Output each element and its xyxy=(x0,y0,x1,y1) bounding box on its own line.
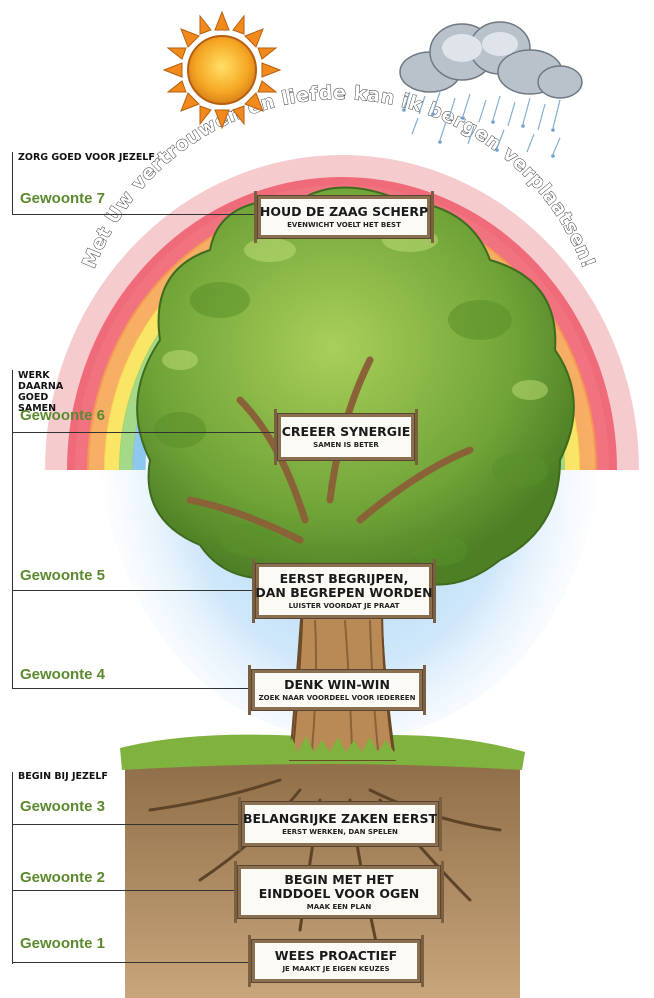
sign-habit-4: DENK WIN-WIN ZOEK NAAR VOORDEEL VOOR IED… xyxy=(248,665,426,715)
sign-subtitle: EVENWICHT VOELT HET BEST xyxy=(287,220,401,229)
sign-habit-2: BEGIN MET HET EINDDOEL VOOR OGEN MAAK EE… xyxy=(234,861,444,923)
sign-subtitle: ZOEK NAAR VOORDEEL VOOR IEDEREEN xyxy=(258,693,416,702)
connector-3 xyxy=(12,824,242,825)
sign-subtitle: JE MAAKT JE EIGEN KEUZES xyxy=(282,964,390,973)
sign-habit-5: EERST BEGRIJPEN, DAN BEGREPEN WORDEN LUI… xyxy=(252,559,436,623)
connector-4 xyxy=(12,688,252,689)
sun-icon xyxy=(162,10,282,130)
habit-label-7: Gewoonte 7 xyxy=(20,190,106,207)
sign-title: EERST BEGRIJPEN, xyxy=(279,570,409,586)
sign-subtitle: LUISTER VOORDAT JE PRAAT xyxy=(288,601,400,610)
sign-title: BEGIN MET HET xyxy=(284,871,394,887)
sign-subtitle: EERST WERKEN, DAN SPELEN xyxy=(282,827,398,836)
bracket-self-care xyxy=(12,152,13,214)
habit-label-2: Gewoonte 2 xyxy=(20,869,106,886)
habit-label-5: Gewoonte 5 xyxy=(20,567,106,584)
sign-habit-1: WEES PROACTIEF JE MAAKT JE EIGEN KEUZES xyxy=(248,935,424,987)
connector-2 xyxy=(12,890,238,891)
connector-7 xyxy=(12,214,258,215)
bracket-begin xyxy=(12,772,13,964)
sign-title: CREEER SYNERGIE xyxy=(281,423,411,439)
section-label-begin: BEGIN BIJ JEZELF xyxy=(18,771,108,782)
bracket-together xyxy=(12,370,13,688)
sign-title: WEES PROACTIEF xyxy=(274,947,398,963)
rain-cloud-icon xyxy=(399,21,583,158)
sign-title: HOUD DE ZAAG SCHERP xyxy=(259,203,429,219)
sign-habit-3: BELANGRIJKE ZAKEN EERST EERST WERKEN, DA… xyxy=(238,797,442,851)
connector-1 xyxy=(12,962,252,963)
sign-subtitle: SAMEN IS BETER xyxy=(313,440,379,449)
connector-6 xyxy=(12,432,278,433)
sign-title-line2: DAN BEGREPEN WORDEN xyxy=(255,584,433,600)
habit-label-3: Gewoonte 3 xyxy=(20,798,106,815)
sign-habit-6: CREEER SYNERGIE SAMEN IS BETER xyxy=(274,409,418,465)
habit-label-6: Gewoonte 6 xyxy=(20,407,106,424)
habit-label-1: Gewoonte 1 xyxy=(20,935,106,952)
sign-title: DENK WIN-WIN xyxy=(284,676,390,692)
habit-label-4: Gewoonte 4 xyxy=(20,666,106,683)
sign-subtitle: MAAK EEN PLAN xyxy=(306,902,372,911)
sign-title-line2: EINDDOEL VOOR OGEN xyxy=(258,885,420,901)
sign-habit-7: HOUD DE ZAAG SCHERP EVENWICHT VOELT HET … xyxy=(254,191,434,243)
section-label-self-care: ZORG GOED VOOR JEZELF xyxy=(18,152,155,163)
section-label-together: WERK DAARNA GOED SAMEN xyxy=(18,370,64,414)
grass-tufts xyxy=(282,736,406,760)
sign-title: BELANGRIJKE ZAKEN EERST xyxy=(243,810,437,826)
connector-5 xyxy=(12,590,256,591)
